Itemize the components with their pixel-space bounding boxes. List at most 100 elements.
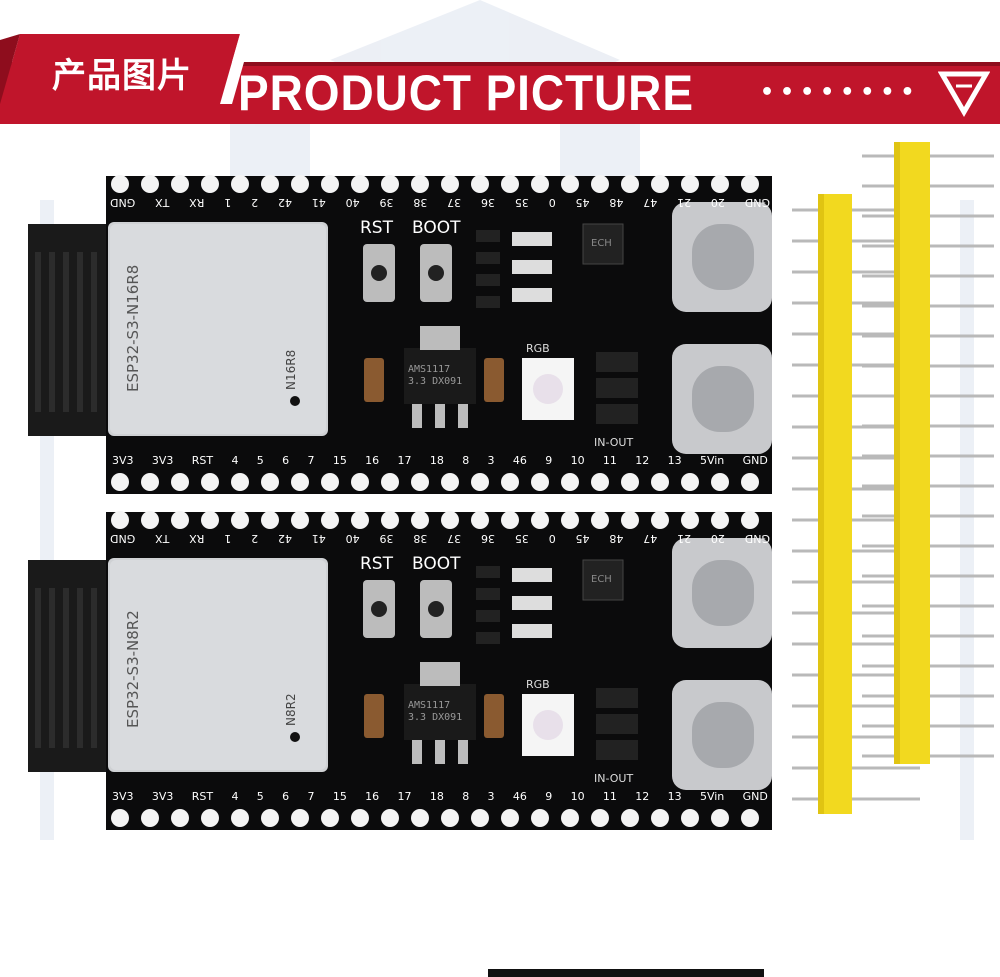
pin-label: 16: [365, 790, 380, 803]
pin-label: 45: [575, 532, 590, 545]
pin-label: 8: [462, 454, 470, 467]
pin-label: 16: [365, 454, 380, 467]
pin-label: 47: [643, 196, 658, 209]
pin-label: 4: [231, 790, 239, 803]
pin-label: 37: [447, 196, 462, 209]
pin-label: 4: [231, 454, 239, 467]
pin-label: 18: [429, 790, 444, 803]
module-label: ESP32-S3-N8R2: [124, 610, 142, 728]
pin-label: 2: [251, 196, 259, 209]
pin-label: 36: [481, 532, 496, 545]
module-variant: N8R2: [284, 693, 298, 726]
pin-label: 40: [345, 532, 360, 545]
pin-label: 38: [413, 532, 428, 545]
pin-label: GND: [110, 532, 136, 545]
pin-label: 48: [609, 196, 624, 209]
pin-label: 35: [514, 196, 529, 209]
module-variant: N16R8: [284, 349, 298, 390]
pin-label: 47: [643, 532, 658, 545]
pin-label: 42: [277, 196, 292, 209]
pin-label: 42: [277, 532, 292, 545]
pin-label: 3V3: [151, 790, 174, 803]
pin-label: 41: [311, 532, 326, 545]
pin-label: 5: [256, 790, 264, 803]
pin-label: 3V3: [151, 454, 174, 467]
pin-label: 5Vin: [699, 454, 725, 467]
product-picture-banner: 产品图片 PRODUCT PICTURE ••••••••: [0, 0, 1000, 140]
pin-label: 11: [602, 454, 617, 467]
pin-label: 21: [677, 196, 692, 209]
pin-label: RST: [191, 790, 214, 803]
board-2-graphic: [28, 511, 772, 830]
banner-dots: ••••••••: [760, 80, 921, 105]
pin-header-long: [862, 142, 994, 764]
pin-label: 20: [710, 532, 725, 545]
pin-label: 5: [256, 454, 264, 467]
pin-label: 3V3: [112, 790, 134, 803]
bottom-edge-bar: [488, 969, 764, 977]
pin-label: 0: [548, 532, 556, 545]
pin-label: GND: [110, 196, 136, 209]
top-pin-labels: GND 20 21 47 48 45 0 35 36 37 38 39 40 4…: [110, 196, 770, 209]
pin-label: 21: [677, 532, 692, 545]
top-pin-labels: GND 20 21 47 48 45 0 35 36 37 38 39 40 4…: [110, 532, 770, 545]
pin-label: 17: [397, 454, 412, 467]
pin-label: 17: [397, 790, 412, 803]
pin-label: 13: [667, 454, 682, 467]
pin-label: 9: [545, 790, 553, 803]
pin-header-short: [792, 194, 920, 814]
pin-label: 1: [224, 532, 232, 545]
pin-label: 7: [307, 454, 315, 467]
pin-label: 38: [413, 196, 428, 209]
bottom-pin-labels: 3V3 3V3 RST 4 5 6 7 15 16 17 18 8 3 46 9…: [112, 454, 768, 467]
chip-text: ECH: [591, 238, 612, 249]
pin-label: 35: [514, 532, 529, 545]
pin-label: 8: [462, 790, 470, 803]
esp32-board-2: ESP32-S3-N8R2 N8R2 RST BOOT AMS1117 3.3 …: [28, 508, 772, 830]
pin-label: 48: [609, 532, 624, 545]
pin-label: 5Vin: [699, 790, 725, 803]
pin-label: 3: [487, 454, 495, 467]
pin-label: 18: [429, 454, 444, 467]
pin-label: 46: [512, 454, 527, 467]
pin-label: 9: [545, 454, 553, 467]
rgb-label: RGB: [526, 342, 550, 355]
pin-label: 12: [635, 790, 650, 803]
in-out-label: IN-OUT: [594, 436, 634, 449]
pin-label: GND: [744, 196, 770, 209]
pin-label: RX: [189, 532, 205, 545]
pin-label: 39: [379, 196, 394, 209]
pin-label: 2: [251, 532, 259, 545]
pin-label: 1: [224, 196, 232, 209]
pin-label: 39: [379, 532, 394, 545]
pin-label: 41: [311, 196, 326, 209]
down-triangle-icon: [937, 68, 991, 118]
module-label: ESP32-S3-N16R8: [124, 264, 142, 392]
pin-label: RST: [191, 454, 214, 467]
bottom-pin-labels: 3V3 3V3 RST 4 5 6 7 15 16 17 18 8 3 46 9…: [112, 790, 768, 803]
banner-shape: [0, 34, 1000, 124]
pin-label: 37: [447, 532, 462, 545]
regulator-text: AMS1117 3.3 DX091: [408, 364, 463, 387]
pin-label: 40: [345, 196, 360, 209]
rgb-label: RGB: [526, 678, 550, 691]
pin-label: 0: [548, 196, 556, 209]
pin-label: 6: [282, 790, 290, 803]
board-1-graphic: [28, 175, 772, 494]
pin-label: GND: [744, 532, 770, 545]
boot-label: BOOT: [412, 218, 461, 238]
banner-en-title: PRODUCT PICTURE: [238, 65, 694, 121]
pin-label: 11: [602, 790, 617, 803]
banner-cn-title: 产品图片: [52, 56, 192, 96]
in-out-label: IN-OUT: [594, 772, 634, 785]
pin-label: 6: [282, 454, 290, 467]
pin-label: 3V3: [112, 454, 134, 467]
boot-label: BOOT: [412, 554, 461, 574]
pin-label: 7: [307, 790, 315, 803]
pin-label: 15: [332, 454, 347, 467]
pin-label: 45: [575, 196, 590, 209]
pin-label: 15: [332, 790, 347, 803]
chip-text: ECH: [591, 574, 612, 585]
pin-label: 20: [710, 196, 725, 209]
rst-label: RST: [360, 218, 393, 238]
